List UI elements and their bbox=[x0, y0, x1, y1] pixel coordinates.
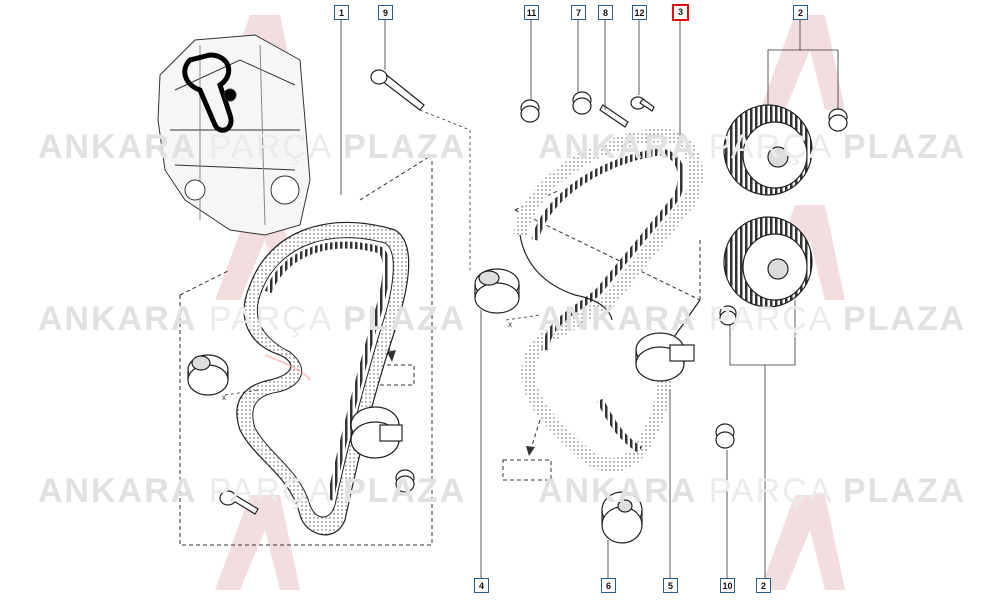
tensioner-part5 bbox=[635, 332, 695, 382]
nut-part7 bbox=[572, 91, 592, 115]
callout-2-top[interactable]: 2 bbox=[793, 5, 808, 20]
callout-4[interactable]: 4 bbox=[474, 578, 489, 593]
washer-part10 bbox=[715, 423, 735, 449]
camshaft-pulley-upper bbox=[723, 104, 813, 196]
tensioner-left bbox=[350, 406, 415, 493]
bolt-left-lower bbox=[219, 490, 259, 515]
nut-part2-lower bbox=[719, 305, 737, 326]
stud-part8 bbox=[599, 104, 629, 128]
callout-7[interactable]: 7 bbox=[571, 5, 586, 20]
callout-5[interactable]: 5 bbox=[663, 578, 678, 593]
idler-pulley-left bbox=[187, 354, 229, 396]
callout-12[interactable]: 12 bbox=[632, 5, 647, 20]
nut-part2-top bbox=[828, 108, 848, 132]
callout-6[interactable]: 6 bbox=[601, 578, 616, 593]
callout-3-selected[interactable]: 3 bbox=[672, 4, 689, 21]
idler-pulley-part4 bbox=[474, 268, 520, 314]
dashed-frame-left bbox=[179, 154, 433, 546]
bolt-part9 bbox=[370, 69, 425, 111]
callout-8[interactable]: 8 bbox=[598, 5, 613, 20]
bolt-part12 bbox=[630, 96, 655, 112]
nut-part11 bbox=[520, 99, 540, 123]
callout-2-bottom[interactable]: 2 bbox=[756, 578, 771, 593]
callout-10[interactable]: 10 bbox=[720, 578, 735, 593]
arrow-head-left bbox=[387, 350, 396, 362]
timing-belt-left bbox=[236, 221, 410, 536]
arrow-head-right bbox=[526, 446, 535, 456]
callout-11[interactable]: 11 bbox=[524, 5, 539, 20]
x-mark-right: x bbox=[508, 320, 512, 329]
crank-sprocket-part6 bbox=[601, 491, 643, 544]
camshaft-pulley-lower bbox=[723, 216, 813, 308]
callout-9[interactable]: 9 bbox=[378, 5, 393, 20]
dashed-note-box-right bbox=[502, 459, 552, 481]
leader-lines bbox=[224, 20, 839, 578]
timing-belt-right bbox=[513, 127, 703, 472]
engine-block-illustration bbox=[157, 34, 311, 236]
x-mark-left: x bbox=[222, 393, 226, 402]
direction-arrows bbox=[384, 334, 541, 453]
callout-1[interactable]: 1 bbox=[334, 5, 349, 20]
